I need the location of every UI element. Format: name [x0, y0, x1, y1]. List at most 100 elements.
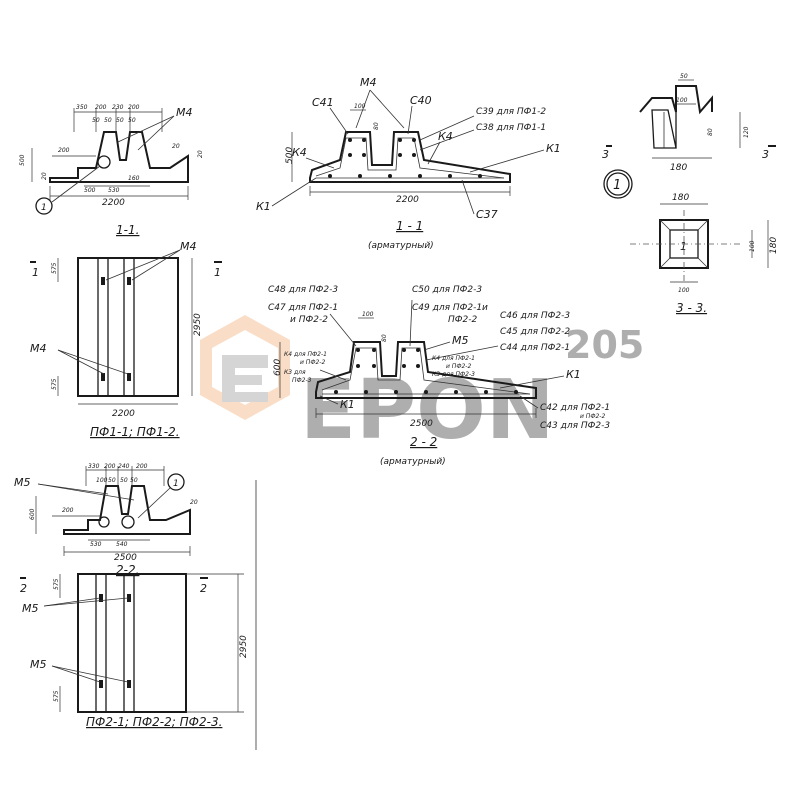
- s11-dim-80: 80: [373, 122, 380, 130]
- pf2-plan-outline: [77, 573, 187, 713]
- pf2-section-node-circle: [121, 515, 135, 529]
- pf1-plan-title: ПФ1-1; ПФ1-2.: [90, 425, 180, 439]
- pf2-dim-240: 240: [118, 463, 130, 470]
- s22-label-k1-right: К1: [566, 368, 581, 381]
- s11-label-k1-left: К1: [256, 200, 271, 213]
- pf1-dim-50b: 50: [104, 117, 112, 124]
- pf2-dim-100: 100: [96, 477, 108, 484]
- pf2-dim-530: 530: [90, 541, 102, 548]
- s22-label-c46: С46 для ПФ2-3: [500, 311, 570, 321]
- s33-title: 3 - 3.: [676, 301, 707, 315]
- pf1-dim-20a: 20: [41, 172, 48, 180]
- s11-label-c41: С41: [312, 96, 334, 109]
- s22-width-2500: 2500: [410, 419, 433, 429]
- node1-top-edge: [639, 85, 713, 115]
- pf1-plan-dim-575-bot: 575: [51, 378, 58, 390]
- pf2-plan-callout-m5-top: М5: [22, 602, 39, 615]
- s22-subtitle: (арматурный): [380, 457, 446, 467]
- s33-dim-side-180: 180: [769, 237, 779, 254]
- s33-mark: 1: [680, 240, 687, 253]
- pf2-plan-m5-a: [99, 594, 103, 602]
- pf1-dim-350: 350: [76, 104, 88, 111]
- section-3-3-view: 180 1 100 180 100 3 - 3.: [630, 193, 779, 315]
- s22-label-c43: С43 для ПФ2-3: [540, 421, 610, 431]
- pf1-dim-200-side: 200: [58, 147, 70, 154]
- s22-label-c44: С44 для ПФ2-1: [500, 343, 570, 353]
- pf1-plan-outline: [77, 257, 179, 397]
- pf1-plan-cut-left: 1: [32, 266, 39, 279]
- s22-label-c47-2: и ПФ2-2: [290, 315, 328, 325]
- pf2-plan-callout-m5-mid: М5: [30, 658, 47, 671]
- pf1-section-title: 1-1.: [116, 223, 139, 237]
- s22-label-c42-2: и ПФ2-2: [580, 413, 605, 420]
- s22-title: 2 - 2: [410, 435, 437, 449]
- pf2-node-marker: [167, 473, 185, 491]
- s11-dim-500: 500: [285, 147, 295, 164]
- pf1-dim-50d: 50: [128, 117, 136, 124]
- pf1-section-outline: [49, 131, 189, 183]
- pf2-dim-200-side: 200: [62, 507, 74, 514]
- pf1-node-marker: [35, 197, 53, 215]
- pf1-plan-m4-c: [101, 373, 105, 381]
- s11-label-c39: С39 для ПФ1-2: [476, 107, 546, 117]
- s33-dim-top-180: 180: [672, 193, 689, 203]
- node1-cut-right: 3: [762, 148, 769, 161]
- pf2-section-view: М5 330 200 240 200 100 50 50 50 1 600 20…: [14, 463, 198, 577]
- pf1-plan-m4-d: [127, 373, 131, 381]
- pf1-dim-20b: 20: [172, 143, 180, 150]
- node1-marker-number: 1: [613, 178, 621, 193]
- s11-label-c40: С40: [410, 94, 432, 107]
- pf1-dim-500: 500: [19, 154, 26, 166]
- s11-width-2200: 2200: [396, 195, 419, 205]
- pf1-plan-callout-m4-mid: М4: [30, 342, 47, 355]
- node-1-detail: 50 100 80 120 180 3 3 1: [602, 73, 776, 199]
- pf1-plan-dim-575-top: 575: [51, 262, 58, 274]
- pf1-dim-230: 230: [112, 104, 124, 111]
- pf1-callout-m4: М4: [176, 106, 193, 119]
- pf1-plan-view: М4 М4 575 575 2950 2200 1 1 ПФ1-1; ПФ1-2…: [30, 240, 222, 439]
- s11-dim-100: 100: [354, 103, 366, 110]
- pf2-width-2500: 2500: [114, 553, 137, 563]
- pf1-plan-m4-b: [127, 277, 131, 285]
- pf2-dim-540: 540: [116, 541, 128, 548]
- s22-label-k4-right-2: и ПФ2-2: [446, 363, 471, 370]
- s11-label-k4-left: К4: [292, 146, 307, 159]
- s22-dim-80: 80: [381, 334, 388, 342]
- pf1-dim-160: 160: [128, 175, 140, 182]
- node1-width-180: 180: [670, 163, 687, 173]
- pf1-width-2200: 2200: [102, 198, 125, 208]
- pf2-section-outline: [63, 485, 191, 535]
- node1-marker: [603, 169, 633, 199]
- pf2-plan-cut-left: 2: [20, 582, 27, 595]
- pf2-node-number: 1: [173, 479, 179, 489]
- s11-label-k4-right: К4: [438, 130, 453, 143]
- pf1-plan-m4-a: [101, 277, 105, 285]
- s11-label-k1-right: К1: [546, 142, 561, 155]
- pf2-dim-20: 20: [190, 499, 198, 506]
- pf2-plan-view: М5 М5 575 575 2950 2 2 ПФ2-1; ПФ2-2; ПФ2…: [20, 573, 249, 729]
- s11-label-m4: М4: [360, 76, 377, 89]
- node1-dim-50: 50: [680, 73, 688, 80]
- pf1-dim-20c: 20: [197, 150, 204, 158]
- pf1-section-node-circle: [97, 155, 111, 169]
- pf2-dim-200b: 200: [136, 463, 148, 470]
- s11-outline: [309, 131, 511, 183]
- pf1-plan-length-2950: 2950: [193, 313, 203, 336]
- pf2-plan-dim-575-top: 575: [53, 578, 60, 590]
- node1-dim-100: 100: [676, 97, 688, 104]
- pf2-dim-200a: 200: [104, 463, 116, 470]
- s22-label-k4-left-2: и ПФ2-2: [300, 359, 325, 366]
- s22-label-c45: С45 для ПФ2-2: [500, 327, 570, 337]
- pf1-dim-200b: 200: [128, 104, 140, 111]
- pf1-dim-50c: 50: [116, 117, 124, 124]
- s11-subtitle: (арматурный): [368, 241, 434, 251]
- s22-label-m5: М5: [452, 334, 469, 347]
- pf1-plan-cut-right: 1: [214, 266, 221, 279]
- s11-label-c38: С38 для ПФ1-1: [476, 123, 546, 133]
- s22-label-k4-right: К4 для ПФ2-1: [432, 355, 475, 362]
- pf2-plan-dim-575-bot: 575: [53, 690, 60, 702]
- pf2-plan-m5-c: [99, 680, 103, 688]
- pf2-dim-50b: 50: [120, 477, 128, 484]
- node1-dim-120: 120: [743, 126, 750, 138]
